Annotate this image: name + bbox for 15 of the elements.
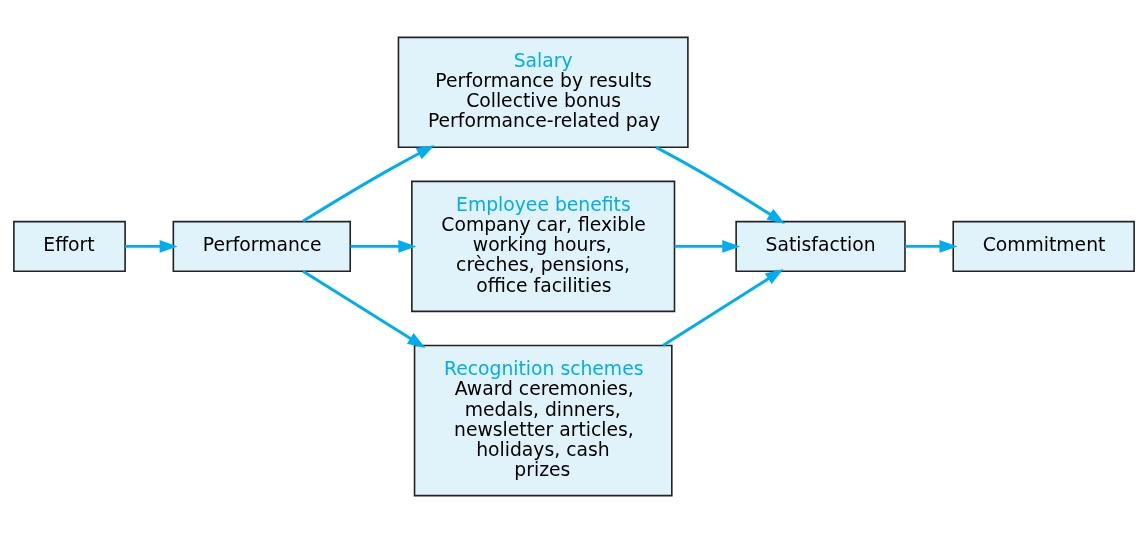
node-box: Salary Performance by results Collective bonus Performance-related pay — [397, 36, 689, 149]
arrow — [125, 240, 178, 253]
arrow — [302, 270, 426, 348]
node-box: Commitment — [952, 220, 1135, 272]
arrow — [662, 269, 784, 347]
node-box: Recognition schemes Award ceremonies, medals, dinners, newsletter articles, holidays, cash prizes — [413, 344, 673, 497]
node-box: Effort — [13, 220, 126, 272]
node-box: Performance — [172, 220, 352, 272]
arrow — [905, 240, 958, 253]
arrow — [350, 240, 417, 253]
arrow — [302, 145, 435, 223]
node-box: Employee benefits Company car, flexible working hours, crèches, pensions, office facilities — [411, 180, 676, 313]
arrow — [655, 146, 786, 224]
arrow — [674, 240, 741, 253]
node-box: Satisfaction — [735, 220, 906, 272]
